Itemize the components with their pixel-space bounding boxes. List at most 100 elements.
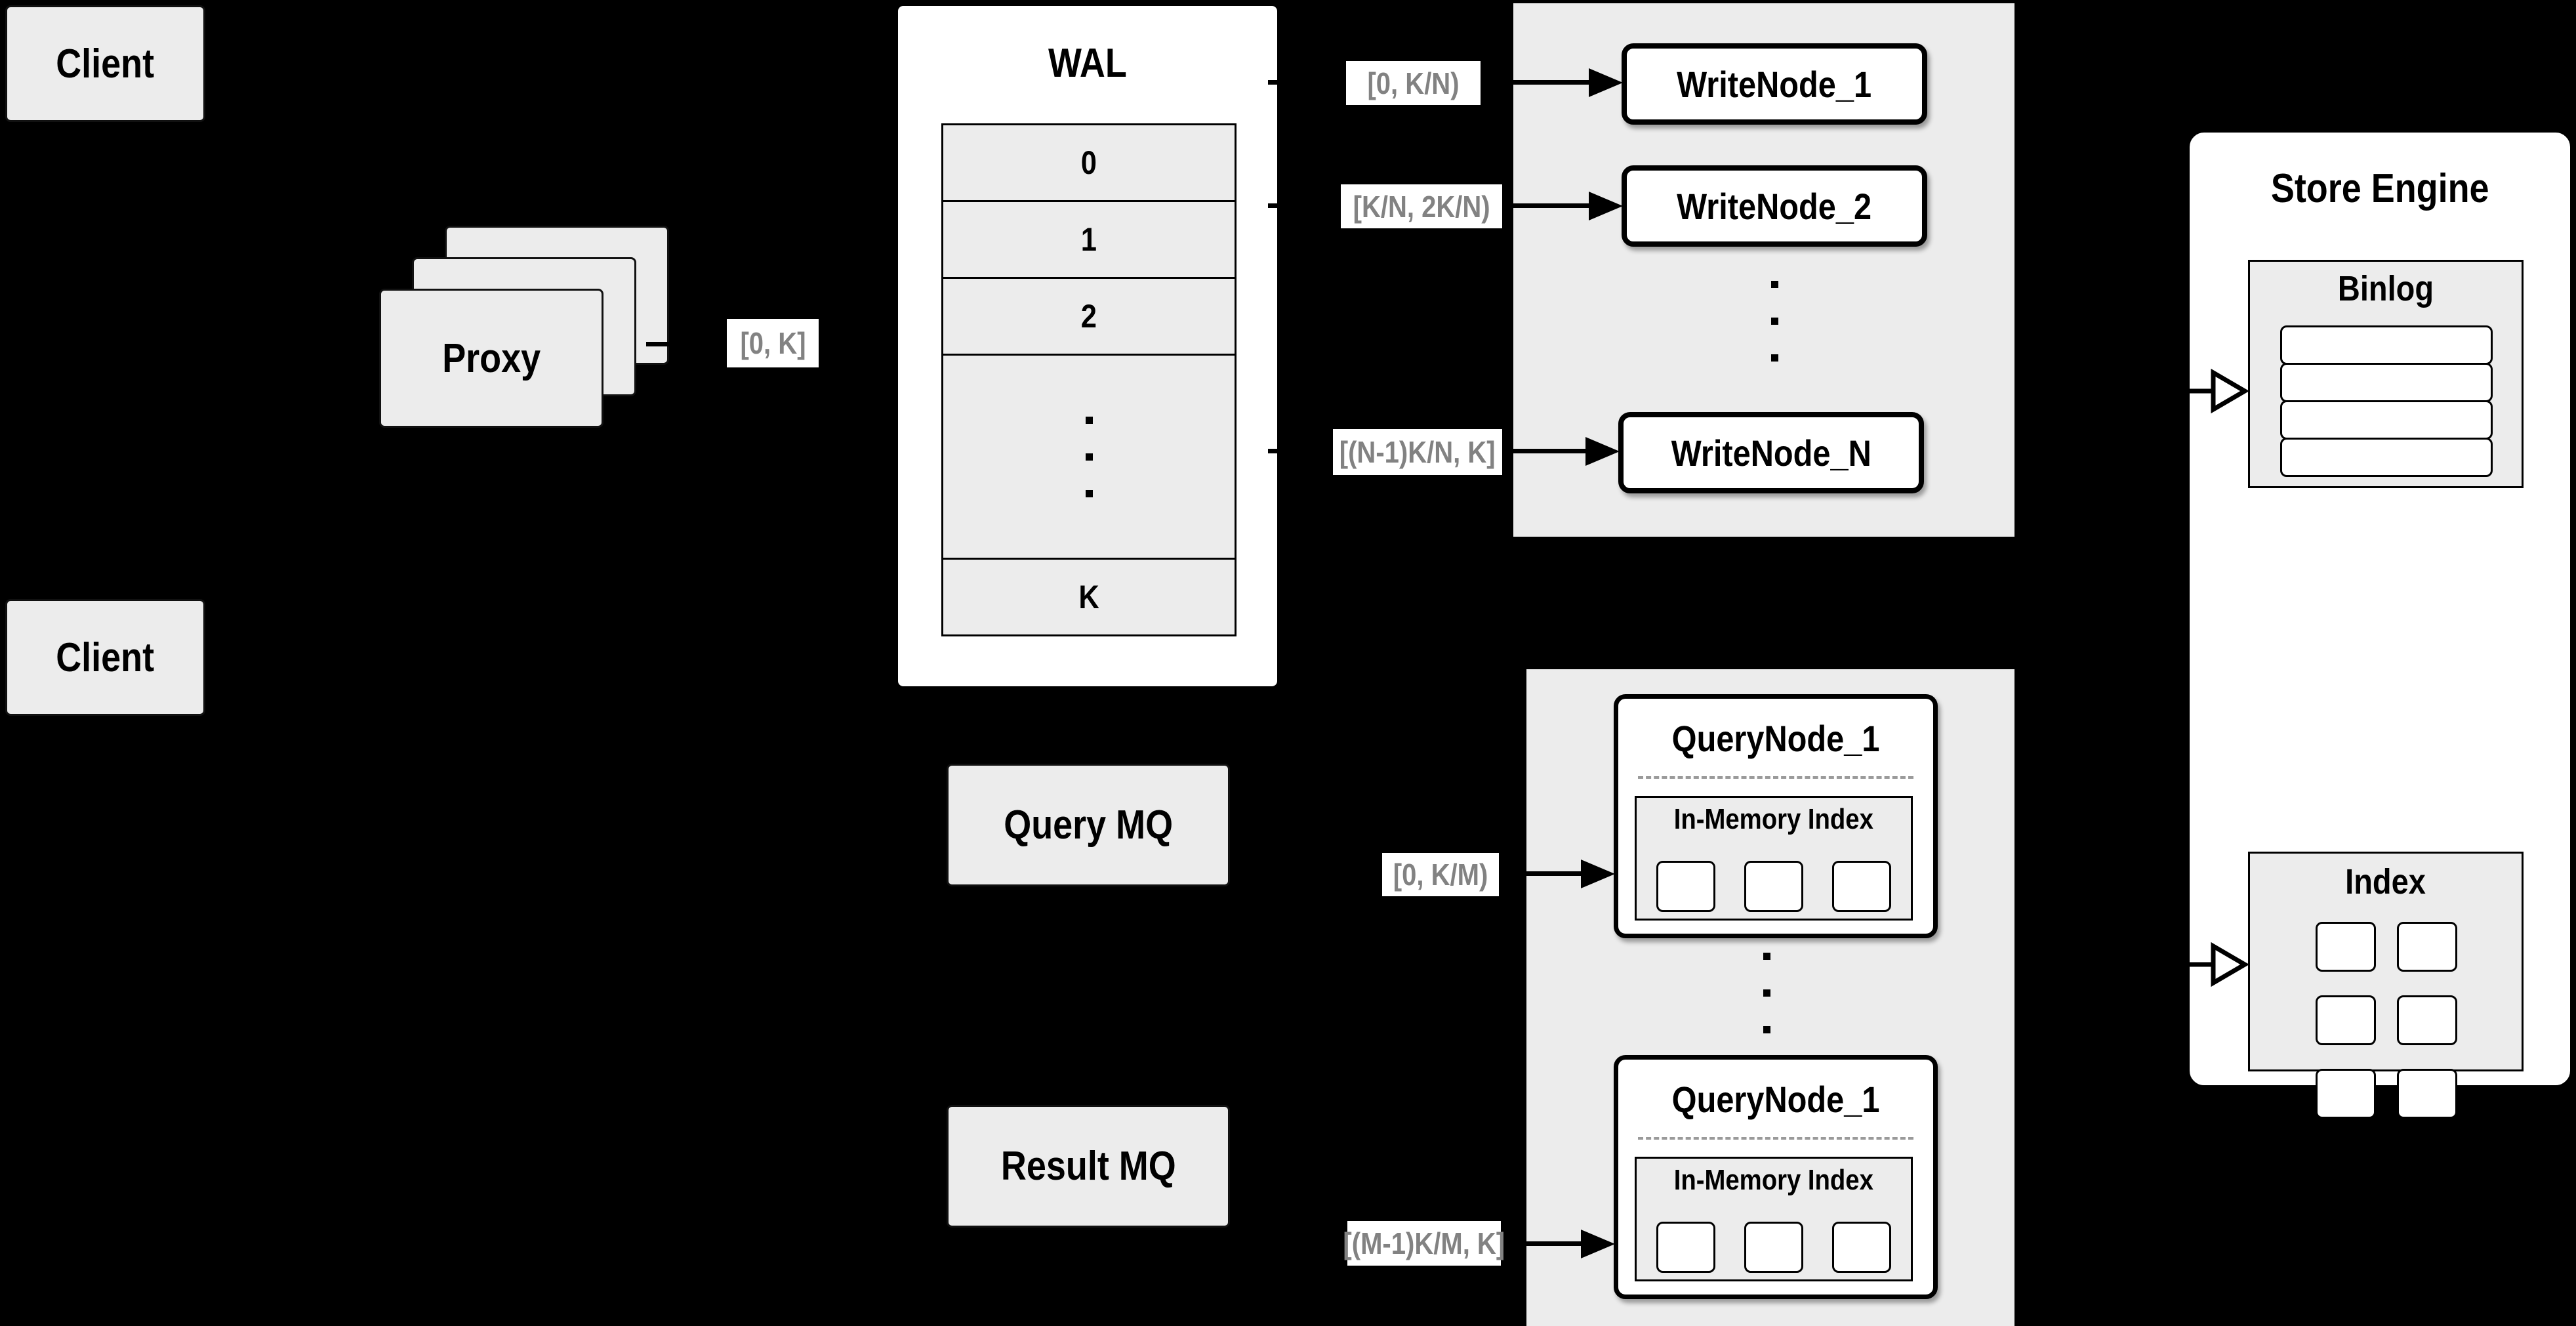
edge-label-query-m: [(M-1)K/M, K] (1343, 1221, 1505, 1266)
index-cell (2397, 1069, 2457, 1119)
store-engine-title: Store Engine (2190, 165, 2570, 212)
arrow-write-2-head-icon (1589, 192, 1623, 220)
store-engine-box: Store Engine Binlog Index (2187, 130, 2573, 1119)
arrow-write-n-line (1502, 449, 1585, 453)
ellipsis-dot (1763, 989, 1770, 997)
memory-segment-cell (1832, 861, 1891, 912)
index-title-text: Index (2345, 862, 2426, 901)
query-node-top-title: QueryNode_1 (1618, 717, 1933, 760)
query-node-top-divider (1638, 776, 1913, 779)
arrow-write-n-head-icon (1585, 437, 1620, 466)
index-box: Index (2248, 852, 2524, 1119)
memory-segment-cell (1832, 1222, 1891, 1273)
client-bottom-label: Client (56, 634, 155, 680)
binlog-row (2280, 438, 2493, 477)
write-node-n-box: WriteNode_N (1618, 412, 1924, 493)
memory-segment-cell (1656, 1222, 1715, 1273)
index-title: Index (2250, 861, 2522, 902)
wal-write1-line-stub (1268, 80, 1346, 85)
wal-ellipsis-cell (941, 354, 1237, 560)
ellipsis-dot (1085, 453, 1093, 461)
store-engine-title-text: Store Engine (2270, 166, 2489, 211)
proxy-card-front: Proxy (379, 289, 603, 428)
index-cell (2397, 995, 2457, 1045)
edge-label-query-1: [0, K/M) (1382, 853, 1499, 896)
edge-label-write-n-text: [(N-1)K/N, K] (1339, 435, 1496, 469)
client-top-label: Client (56, 41, 155, 87)
wal-title-text: WAL (1048, 41, 1127, 86)
wal-segment-row: K (941, 558, 1237, 636)
binlog-title: Binlog (2250, 268, 2522, 309)
query-node-top-box: QueryNode_1 In-Memory Index (1614, 694, 1938, 938)
query-node-bottom-title-text: QueryNode_1 (1671, 1079, 1880, 1120)
index-cell (2316, 995, 2376, 1045)
binlog-row-list (2280, 325, 2493, 477)
query-node-bottom-title: QueryNode_1 (1618, 1078, 1933, 1121)
index-cell (2397, 922, 2457, 972)
binlog-row (2280, 325, 2493, 365)
edge-label-proxy-wal: [0, K] (727, 319, 819, 367)
wal-vertical-ellipsis (1085, 416, 1093, 497)
write-nodes-vertical-ellipsis (1771, 281, 1778, 362)
memory-segment-cell (1744, 1222, 1803, 1273)
memory-segments-bottom (1637, 1222, 1911, 1273)
memory-segment-cell (1744, 861, 1803, 912)
arrow-query-1-line (1499, 871, 1581, 876)
memory-segment-cell (1656, 861, 1715, 912)
binlog-title-text: Binlog (2337, 269, 2434, 308)
in-memory-index-bottom-text: In-Memory Index (1673, 1164, 1874, 1196)
query-node-bottom-divider (1638, 1137, 1913, 1140)
proxy-label: Proxy (442, 335, 541, 381)
edge-label-write-2: [K/N, 2K/N) (1341, 184, 1502, 228)
arrow-query-m-line (1501, 1241, 1581, 1246)
query-mq-box: Query MQ (947, 764, 1230, 886)
ellipsis-dot (1085, 416, 1093, 424)
wal-segment-row: 0 (941, 123, 1237, 202)
ellipsis-dot (1771, 354, 1778, 362)
edge-label-query-1-text: [0, K/M) (1393, 858, 1488, 892)
wal-write2-line-stub (1268, 203, 1341, 208)
index-cell-grid (2280, 922, 2493, 1119)
binlog-box: Binlog (2248, 260, 2524, 488)
arrow-query-1-head-icon (1581, 860, 1615, 888)
wal-segment-row: 1 (941, 200, 1237, 279)
in-memory-index-bottom-title: In-Memory Index (1637, 1164, 1911, 1197)
binlog-row (2280, 363, 2493, 402)
edge-label-write-1-text: [0, K/N) (1367, 66, 1460, 100)
query-node-bottom-box: QueryNode_1 In-Memory Index (1614, 1055, 1938, 1299)
in-memory-index-bottom-box: In-Memory Index (1635, 1157, 1913, 1281)
write-node-2-box: WriteNode_2 (1622, 165, 1927, 247)
open-arrow-index-icon (2162, 942, 2249, 987)
ellipsis-dot (1085, 489, 1093, 497)
wal-writen-line-stub (1268, 449, 1333, 453)
client-bottom-box: Client (5, 599, 205, 716)
client-top-box: Client (5, 5, 205, 122)
query-mq-label: Query MQ (1004, 802, 1173, 848)
result-mq-box: Result MQ (947, 1105, 1230, 1228)
edge-label-write-2-text: [K/N, 2K/N) (1353, 189, 1490, 224)
ellipsis-dot (1763, 953, 1770, 960)
open-arrow-binlog-icon (2162, 368, 2249, 414)
edge-label-write-1: [0, K/N) (1346, 61, 1481, 105)
in-memory-index-top-title: In-Memory Index (1637, 803, 1911, 836)
memory-segments-top (1637, 861, 1911, 912)
wal-title: WAL (898, 40, 1277, 87)
query-node-top-title-text: QueryNode_1 (1671, 718, 1880, 759)
arrow-query-m-head-icon (1581, 1230, 1615, 1258)
query-nodes-vertical-ellipsis (1763, 953, 1770, 1033)
result-mq-label: Result MQ (1000, 1144, 1176, 1189)
ellipsis-dot (1763, 1026, 1770, 1033)
arrow-write-1-line (1481, 80, 1589, 85)
write-node-2-label: WriteNode_2 (1677, 185, 1872, 227)
write-node-n-label: WriteNode_N (1671, 432, 1871, 474)
edge-label-write-n: [(N-1)K/N, K] (1333, 429, 1502, 475)
write-node-1-box: WriteNode_1 (1622, 43, 1927, 125)
write-node-1-label: WriteNode_1 (1677, 63, 1872, 105)
wal-segment-row: 2 (941, 277, 1237, 356)
edge-label-query-m-text: [(M-1)K/M, K] (1343, 1226, 1505, 1260)
edge-label-proxy-wal-text: [0, K] (739, 326, 806, 360)
binlog-row (2280, 400, 2493, 440)
arrow-write-1-head-icon (1589, 68, 1623, 97)
